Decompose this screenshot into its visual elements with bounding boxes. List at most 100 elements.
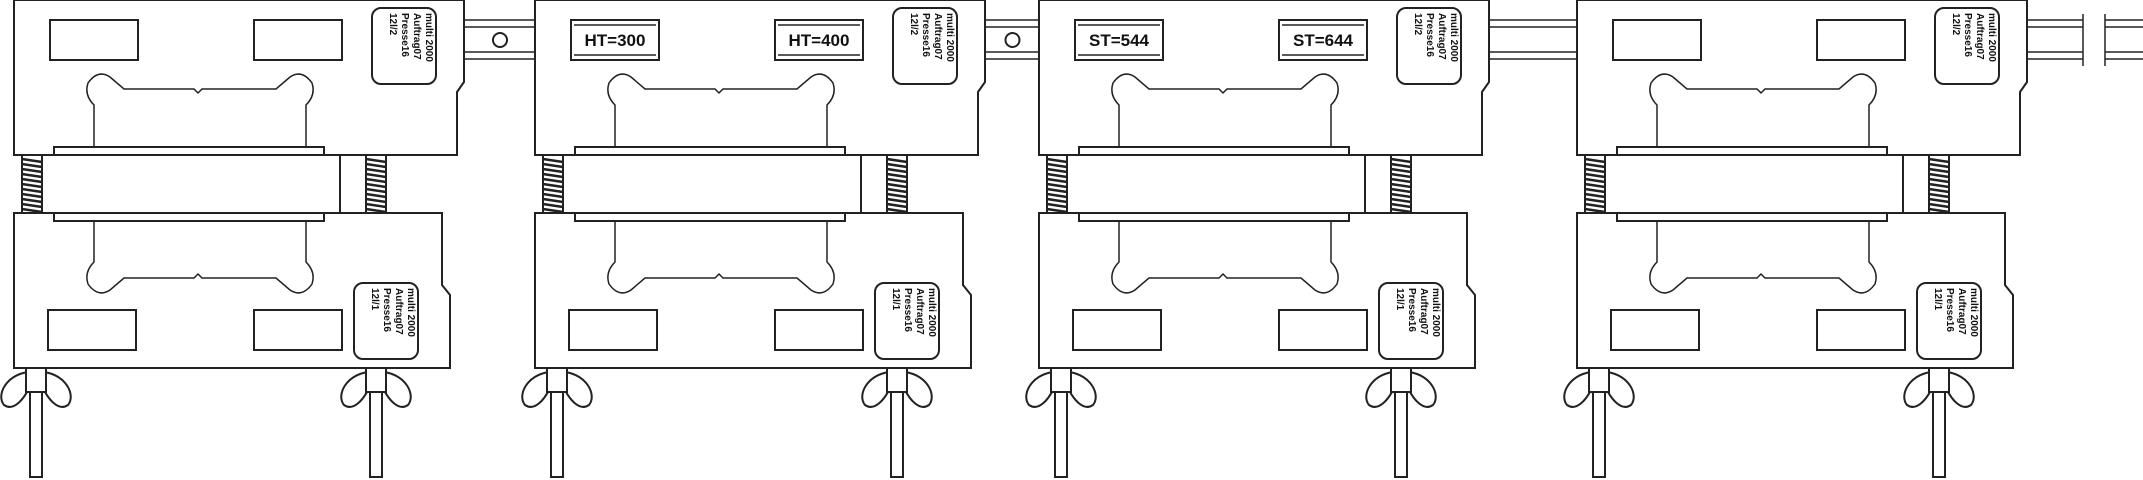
spring-coil: [365, 172, 387, 179]
label-line: 12l/2: [1412, 13, 1423, 36]
wing: [1025, 370, 1054, 408]
tag-window: [1816, 309, 1906, 351]
tag-window: [1278, 309, 1368, 351]
spring-coil: [1928, 177, 1950, 184]
label-line: Auftrag07: [932, 13, 943, 60]
spring-coil: [542, 172, 564, 179]
wing: [340, 370, 369, 408]
spring-coil: [542, 182, 564, 189]
spring-coil: [365, 157, 387, 164]
spring-coil: [21, 182, 43, 189]
spring-coil: [1390, 157, 1412, 164]
spring-coil: [1046, 182, 1068, 189]
label-frame: [1396, 7, 1462, 85]
spring: [1928, 154, 1950, 214]
spring-coil: [542, 167, 564, 174]
label-line: Auftrag07: [1436, 13, 1447, 60]
lower-plate: [574, 212, 846, 222]
label-line: multi 2000: [1968, 288, 1979, 337]
wing: [521, 370, 550, 408]
spring-coil: [1928, 197, 1950, 204]
spring: [886, 154, 908, 214]
spring-coil: [1584, 187, 1606, 194]
spring-coil: [1584, 182, 1606, 189]
label-line: 12l/2: [1950, 13, 1961, 36]
tag-label: ST=544: [1089, 31, 1150, 50]
lower-cavity: [607, 213, 835, 294]
spring-coil: [1928, 182, 1950, 189]
spring: [365, 154, 387, 214]
tag-label: ST=644: [1293, 31, 1354, 50]
spring-coil: [886, 177, 908, 184]
lower-cavity: [86, 213, 314, 294]
label-line: Presse16: [920, 13, 931, 57]
upper-cavity: [1649, 73, 1877, 147]
spring-coil: [1928, 172, 1950, 179]
wing-nut-icon: [1365, 367, 1437, 478]
tag-window: [47, 309, 137, 351]
wing-nut-icon: [1025, 367, 1097, 478]
label-line: Auftrag07: [411, 13, 422, 60]
wing: [1408, 370, 1437, 408]
spring-coil: [365, 162, 387, 169]
label-line: multi 2000: [405, 288, 416, 337]
spring-coil: [1046, 162, 1068, 169]
bolt: [890, 391, 904, 478]
spring-coil: [365, 167, 387, 174]
upper-plate: [1616, 146, 1888, 156]
label-line: 12l/2: [908, 13, 919, 36]
bolt: [1592, 391, 1606, 478]
label-frame: [353, 282, 419, 360]
spring-coil: [542, 187, 564, 194]
label-line: Auftrag07: [393, 288, 404, 335]
lower-plate: [1078, 212, 1350, 222]
nut: [1390, 367, 1412, 393]
lower-plate: [53, 212, 325, 222]
label-line: multi 2000: [944, 13, 955, 62]
label-line: 12l/1: [1394, 288, 1405, 311]
spring-coil: [365, 207, 387, 214]
rail-end-2: [2105, 19, 2143, 60]
spring-coil: [21, 157, 43, 164]
spring-coil: [21, 162, 43, 169]
tag-window: [1612, 19, 1702, 61]
upper-cavity: [607, 73, 835, 147]
wing-nut-icon: [0, 367, 72, 478]
spring-coil: [365, 177, 387, 184]
wing: [904, 370, 933, 408]
spring-coil: [542, 197, 564, 204]
wing: [1606, 370, 1635, 408]
label-line: Presse16: [1424, 13, 1435, 57]
spring-coil: [21, 177, 43, 184]
spring-coil: [542, 192, 564, 199]
wing-nut-icon: [861, 367, 933, 478]
tag-window: [1278, 19, 1368, 61]
spring-coil: [1046, 197, 1068, 204]
spring-coil: [365, 182, 387, 189]
nut: [886, 367, 908, 393]
label-frame: [371, 7, 437, 85]
spring-coil: [21, 207, 43, 214]
spring-coil: [21, 172, 43, 179]
upper-plate: [574, 146, 846, 156]
tag-window: [1610, 309, 1700, 351]
upper-plate: [1078, 146, 1350, 156]
spring-coil: [886, 207, 908, 214]
wing: [1068, 370, 1097, 408]
spring: [1584, 154, 1606, 214]
lower-cavity: [1649, 213, 1877, 294]
spring-coil: [886, 182, 908, 189]
rail-1-2: [465, 19, 535, 60]
label-frame: [1916, 282, 1982, 360]
label-line: Auftrag07: [1418, 288, 1429, 335]
label-frame: [1378, 282, 1444, 360]
label-line: Presse16: [1944, 288, 1955, 332]
spring-coil: [1390, 197, 1412, 204]
spring: [21, 154, 43, 214]
label-line: multi 2000: [926, 288, 937, 337]
